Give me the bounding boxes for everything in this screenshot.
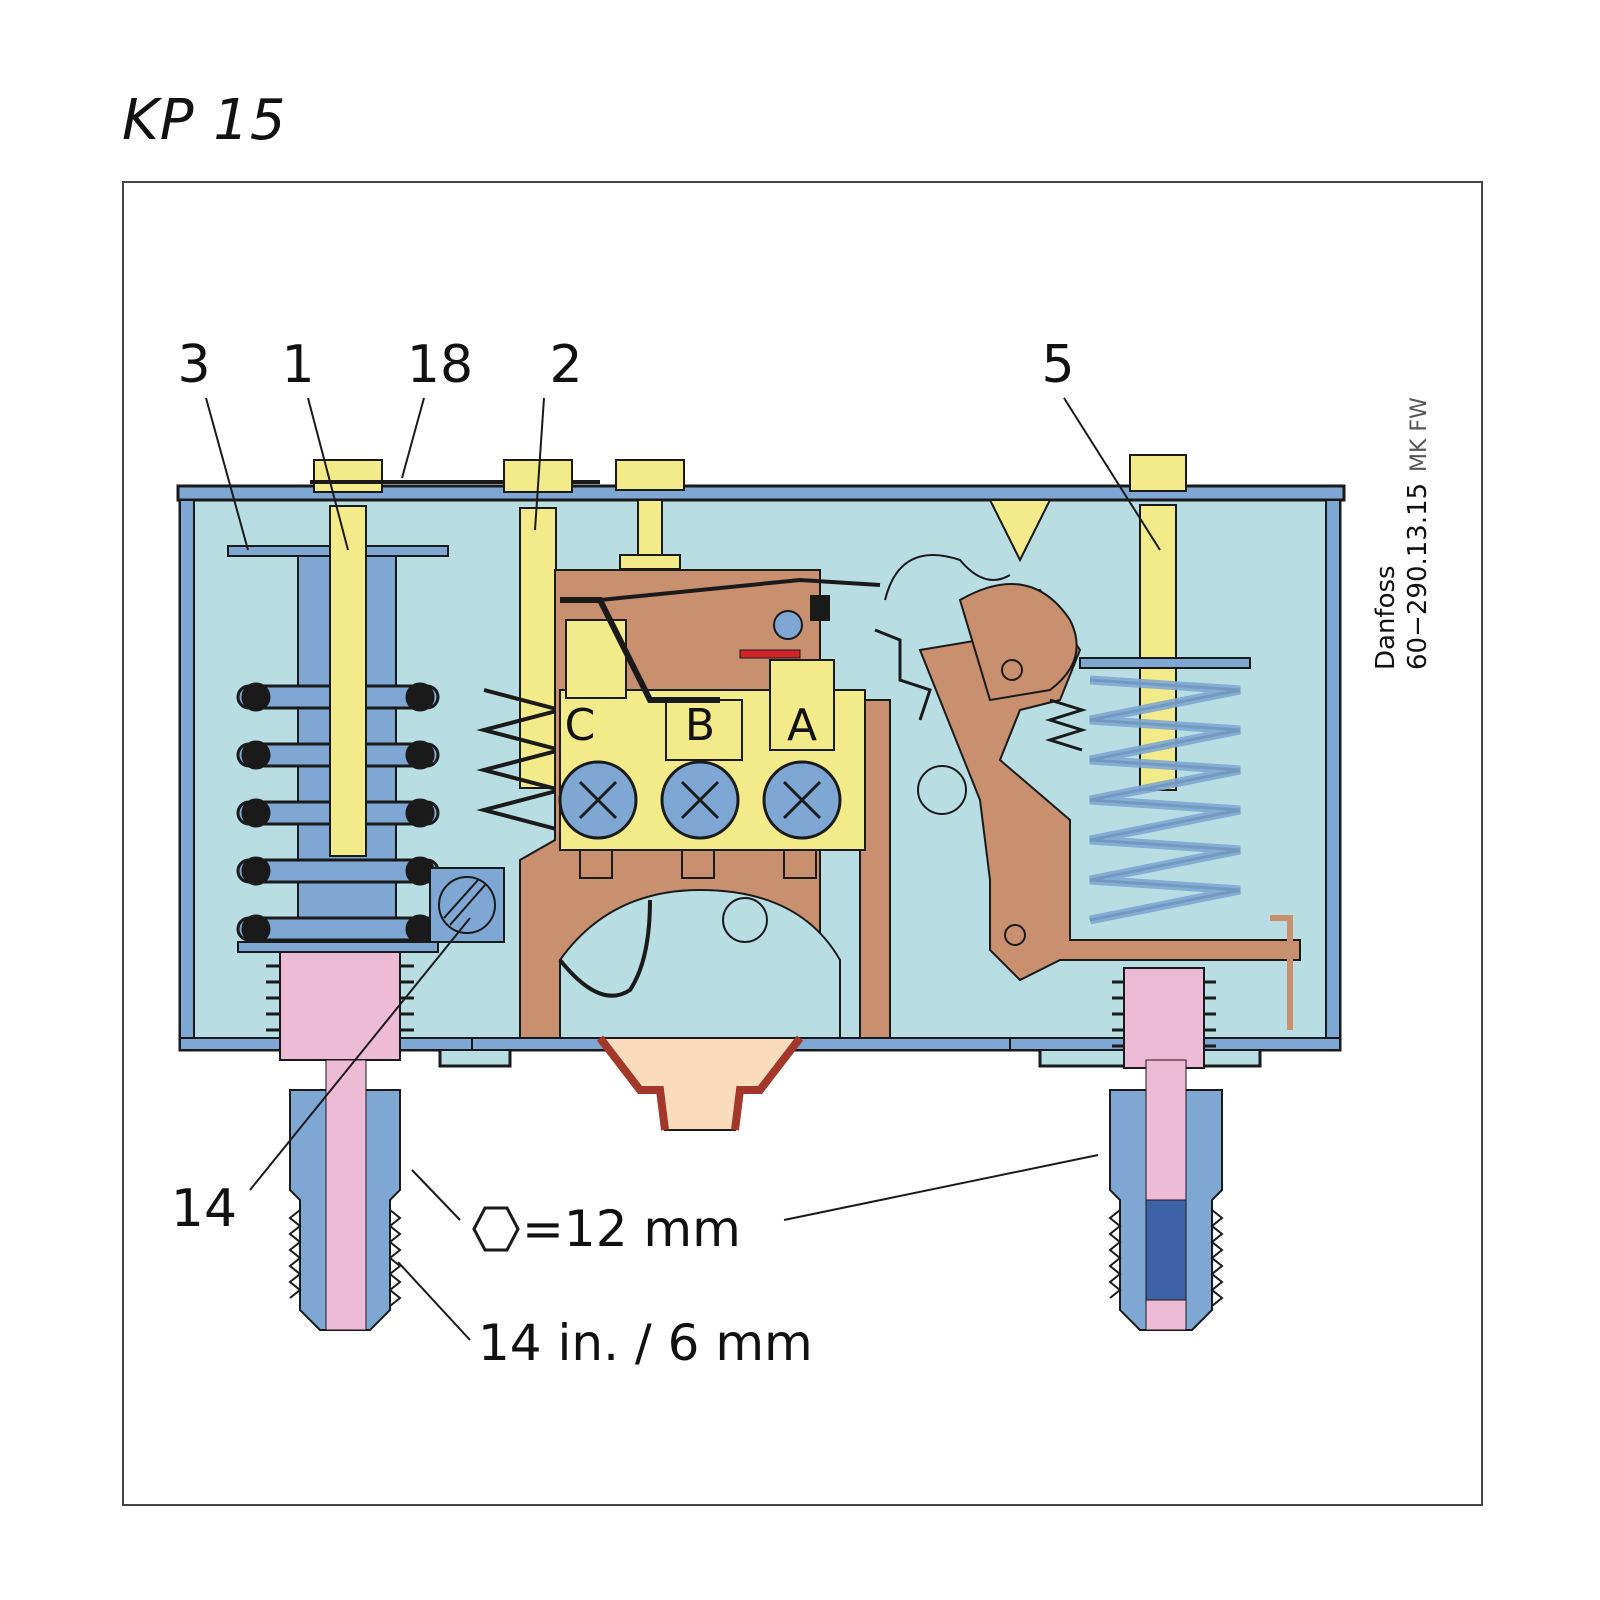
leader-18 [401, 397, 425, 479]
top-plate [176, 484, 1346, 502]
callout-2: 2 [549, 335, 582, 395]
left-main-spring [236, 682, 440, 944]
terminal-label-b: B [685, 700, 715, 751]
diaphragm [596, 1035, 804, 1131]
snap-lever [599, 577, 881, 602]
cone-screw [988, 499, 1052, 563]
leader-hex-right [783, 1154, 1099, 1221]
main-spindle-head [1129, 454, 1187, 492]
terminal-label-c: C [565, 700, 596, 751]
terminal-plate-b [665, 699, 743, 761]
leader-5 [1063, 397, 1161, 551]
leader-lines [205, 397, 1161, 1341]
diagram-frame [122, 181, 1483, 1506]
lever-hole [917, 765, 967, 815]
right-mount-bracket [1270, 915, 1293, 1030]
terminal-screws [558, 760, 842, 840]
right-spring-plate [1079, 657, 1251, 669]
top-screw-center [615, 459, 685, 570]
range-spindle-head [313, 459, 383, 493]
callout-5: 5 [1041, 335, 1074, 395]
right-main-spring-fill [1089, 675, 1241, 925]
left-assembly [227, 459, 600, 1061]
leader-1 [307, 397, 349, 551]
leader-3 [205, 397, 249, 551]
contact-block [810, 595, 830, 621]
terminal-label-a: A [787, 700, 817, 751]
credit-suffix: MK FW [1407, 397, 1432, 472]
left-bellows [266, 951, 414, 1061]
hexagon-icon [472, 1206, 520, 1252]
pivot-upper [1001, 659, 1023, 681]
differential-spring [476, 688, 568, 832]
range-spindle [329, 505, 367, 857]
contact-arm [560, 597, 720, 703]
left-wall [179, 499, 195, 1051]
pivot-lower [1004, 924, 1026, 946]
thread-size-label: 14 in. / 6 mm [478, 1314, 813, 1372]
leader-2 [534, 397, 545, 531]
right-wall [1325, 499, 1341, 1051]
right-connection [1108, 1059, 1224, 1331]
left-spring-seat [237, 941, 439, 953]
small-spring-right [1044, 698, 1088, 752]
cable-loop [558, 899, 652, 998]
leader-14 [249, 917, 471, 1191]
contact-pivot [773, 610, 803, 640]
diagram-title: KP 15 [122, 88, 287, 153]
callout-1: 1 [281, 335, 314, 395]
cavity-hole [722, 897, 768, 943]
contact-red [739, 649, 801, 659]
differential-screw [429, 867, 505, 943]
credit-code: 60−290.13.15 [1403, 483, 1433, 670]
wire-loop-right [884, 554, 1011, 601]
hex-size-label: =12 mm [522, 1200, 741, 1258]
drawing-credit: Danfoss 60−290.13.15 MK FW [1371, 397, 1433, 670]
credit-brand: Danfoss [1371, 565, 1401, 670]
terminal-plate-a [769, 659, 835, 751]
callout-3: 3 [177, 335, 210, 395]
leader-hex [411, 1169, 461, 1221]
leader-thread [397, 1261, 471, 1341]
terminal-brackets [579, 849, 817, 879]
cable-cavity [559, 888, 841, 1039]
right-bellows [1112, 967, 1216, 1069]
lever-tongue [874, 628, 932, 721]
callout-18: 18 [407, 335, 473, 395]
left-connection [288, 1059, 402, 1331]
lever-head [958, 583, 1078, 702]
contact-system: C B A [519, 459, 1052, 1039]
right-assembly [874, 454, 1301, 1069]
callout-14: 14 [171, 1179, 237, 1239]
